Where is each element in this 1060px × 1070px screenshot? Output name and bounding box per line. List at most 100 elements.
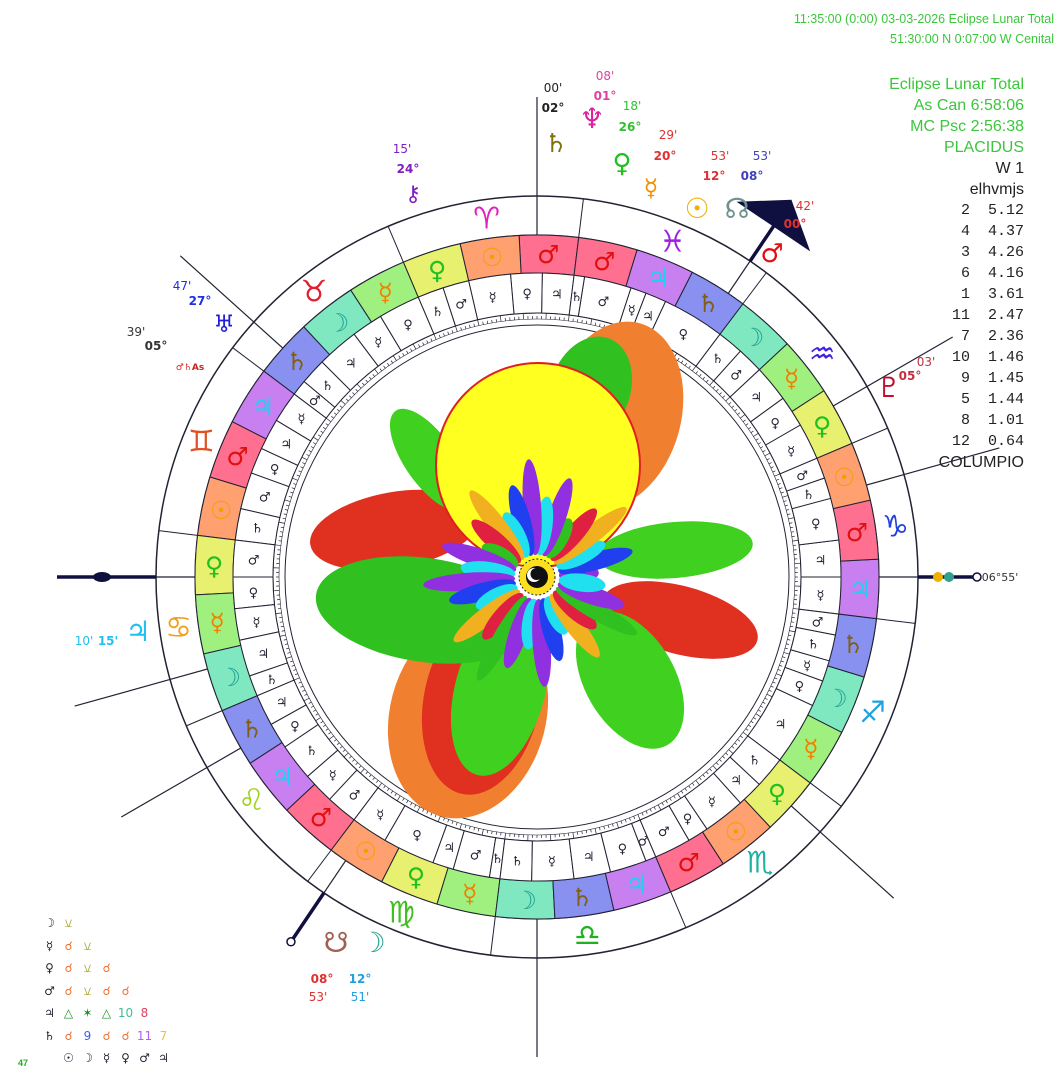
zodiac-sign-icon: ♎: [574, 918, 601, 953]
zodiac-sign-icon: ♌: [238, 783, 265, 818]
aspect-row: ☽⚺: [40, 912, 173, 935]
jupiter-icon: ♃: [125, 615, 150, 648]
term-ruler-icon: ♄: [511, 854, 523, 869]
uranus-minute: 47': [173, 279, 192, 293]
mercury-icon: ☿: [644, 174, 659, 202]
term-ruler-icon: ♀: [770, 416, 780, 431]
corner-number: 47: [18, 1058, 28, 1068]
aspect-column-planet-icon: ♃: [154, 1047, 173, 1070]
term-ruler-icon: ♄: [571, 290, 583, 305]
aspect-column-planet-icon: ☽: [78, 1047, 97, 1070]
term-ruler-icon: ♂: [349, 789, 361, 804]
term-ruler-icon: ♀: [795, 680, 805, 695]
ic-end-marker: [287, 938, 295, 946]
aspect-row: ♀☌⚺☌: [40, 957, 173, 980]
aspect-column-planet-icon: ♂: [135, 1047, 154, 1070]
decan-ruler-icon: ♄: [286, 347, 308, 376]
term-ruler-icon: ☿: [253, 615, 261, 630]
aspect-cell: ⚺: [59, 912, 78, 935]
term-ruler-icon: ♃: [345, 357, 357, 372]
decan-ruler-icon: ☿: [209, 608, 224, 637]
zodiac-sign-icon: ♋: [165, 610, 192, 645]
aspect-column-planet-icon: ☿: [97, 1047, 116, 1070]
term-ruler-icon: ♂: [470, 848, 482, 863]
decan-ruler-icon: ♂: [846, 518, 868, 547]
term-ruler-icon: ♃: [443, 841, 455, 856]
jupiter-minute: 10': [75, 634, 94, 648]
term-ruler-icon: ♃: [583, 850, 595, 865]
mars-minute: 42': [796, 199, 815, 213]
term-ruler-icon: ☿: [489, 290, 497, 305]
venus-minute: 18': [623, 99, 642, 113]
decan-ruler-icon: ☽: [219, 663, 241, 692]
term-ruler-icon: ♂: [796, 469, 808, 484]
ascendant-arrow-icon: [93, 572, 111, 582]
mars-icon: ♂: [760, 239, 783, 269]
term-ruler-icon: ♄: [432, 305, 444, 320]
aspect-cell: ✶: [78, 1002, 97, 1025]
decan-ruler-icon: ♃: [647, 264, 669, 293]
aspect-cell: △: [59, 1002, 78, 1025]
sign-boundary: [671, 892, 686, 928]
decan-ruler-icon: ♄: [842, 630, 864, 659]
term-ruler-icon: ♀: [290, 719, 300, 734]
zodiac-sign-icon: ♏: [746, 845, 773, 880]
point-icon: ♂♄As: [176, 363, 204, 373]
decan-ruler-icon: ♄: [571, 883, 593, 912]
term-ruler-icon: ♃: [815, 554, 827, 569]
term-ruler-icon: ♀: [618, 842, 628, 857]
decan-ruler-icon: ☿: [784, 364, 799, 393]
decan-ruler-icon: ♂: [677, 848, 699, 877]
term-ruler-icon: ♄: [807, 637, 819, 652]
term-ruler-icon: ♃: [551, 288, 563, 303]
south_node-icon: ☋: [324, 926, 349, 959]
term-ruler-icon: ♄: [803, 488, 815, 503]
ic-axis: [291, 893, 324, 942]
zodiac-sign-icon: ♒: [809, 337, 836, 372]
chiron-minute: 15': [393, 142, 412, 156]
node-minute: 53': [753, 149, 772, 163]
sun-minute: 53': [711, 149, 730, 163]
aspect-row-planet-icon: ♄: [40, 1025, 59, 1048]
aspect-cell: 9: [78, 1025, 97, 1048]
term-ruler-icon: ♀: [811, 517, 821, 532]
aspect-cell: △: [97, 1002, 116, 1025]
neptune-degree: 01°: [594, 89, 617, 103]
zodiac-sign-icon: ♊: [188, 424, 215, 459]
descendant-moon-marker-icon: [944, 572, 954, 582]
descendant-sun-marker-icon: [933, 572, 943, 582]
decan-ruler-icon: ♂: [537, 240, 559, 269]
term-ruler-icon: ♂: [597, 295, 609, 310]
sign-boundary: [810, 783, 841, 806]
term-ruler-icon: ☿: [628, 303, 636, 318]
term-ruler-icon: ☿: [803, 659, 811, 674]
decan-ruler-icon: ♂: [310, 803, 332, 832]
decan-ruler-icon: ♃: [271, 762, 293, 791]
sign-boundary: [852, 428, 888, 443]
chiron-degree: 24°: [397, 162, 420, 176]
decan-ruler-icon: ☽: [515, 886, 537, 915]
decan-ruler-icon: ♃: [849, 574, 871, 603]
zodiac-sign-icon: ♍: [388, 896, 415, 931]
sign-boundary: [233, 348, 264, 371]
aspect-cell: ⚺: [78, 980, 97, 1003]
decan-ruler-icon: ♀: [768, 779, 786, 808]
decan-ruler-icon: ♄: [241, 715, 263, 744]
sign-boundary: [308, 850, 331, 881]
saturn-minute: 00': [544, 81, 563, 95]
house-cusp-extension: [75, 679, 170, 706]
sun-degree: 12°: [703, 169, 726, 183]
term-ruler-icon: ☿: [329, 768, 337, 783]
aspect-row-planet-icon: ♂: [40, 980, 59, 1003]
sun-icon: ☉: [684, 192, 709, 225]
uranus-icon: ♅: [213, 310, 235, 338]
aspect-cell: ☌: [59, 957, 78, 980]
term-ruler-icon: ♀: [522, 287, 532, 302]
term-ruler-icon: ♂: [259, 490, 271, 505]
eclipse-shadow: [531, 568, 543, 580]
south_node-degree: 08°: [311, 972, 334, 986]
decan-ruler-icon: ♂: [226, 442, 248, 471]
descendant-degree: 06°55': [982, 571, 1019, 584]
